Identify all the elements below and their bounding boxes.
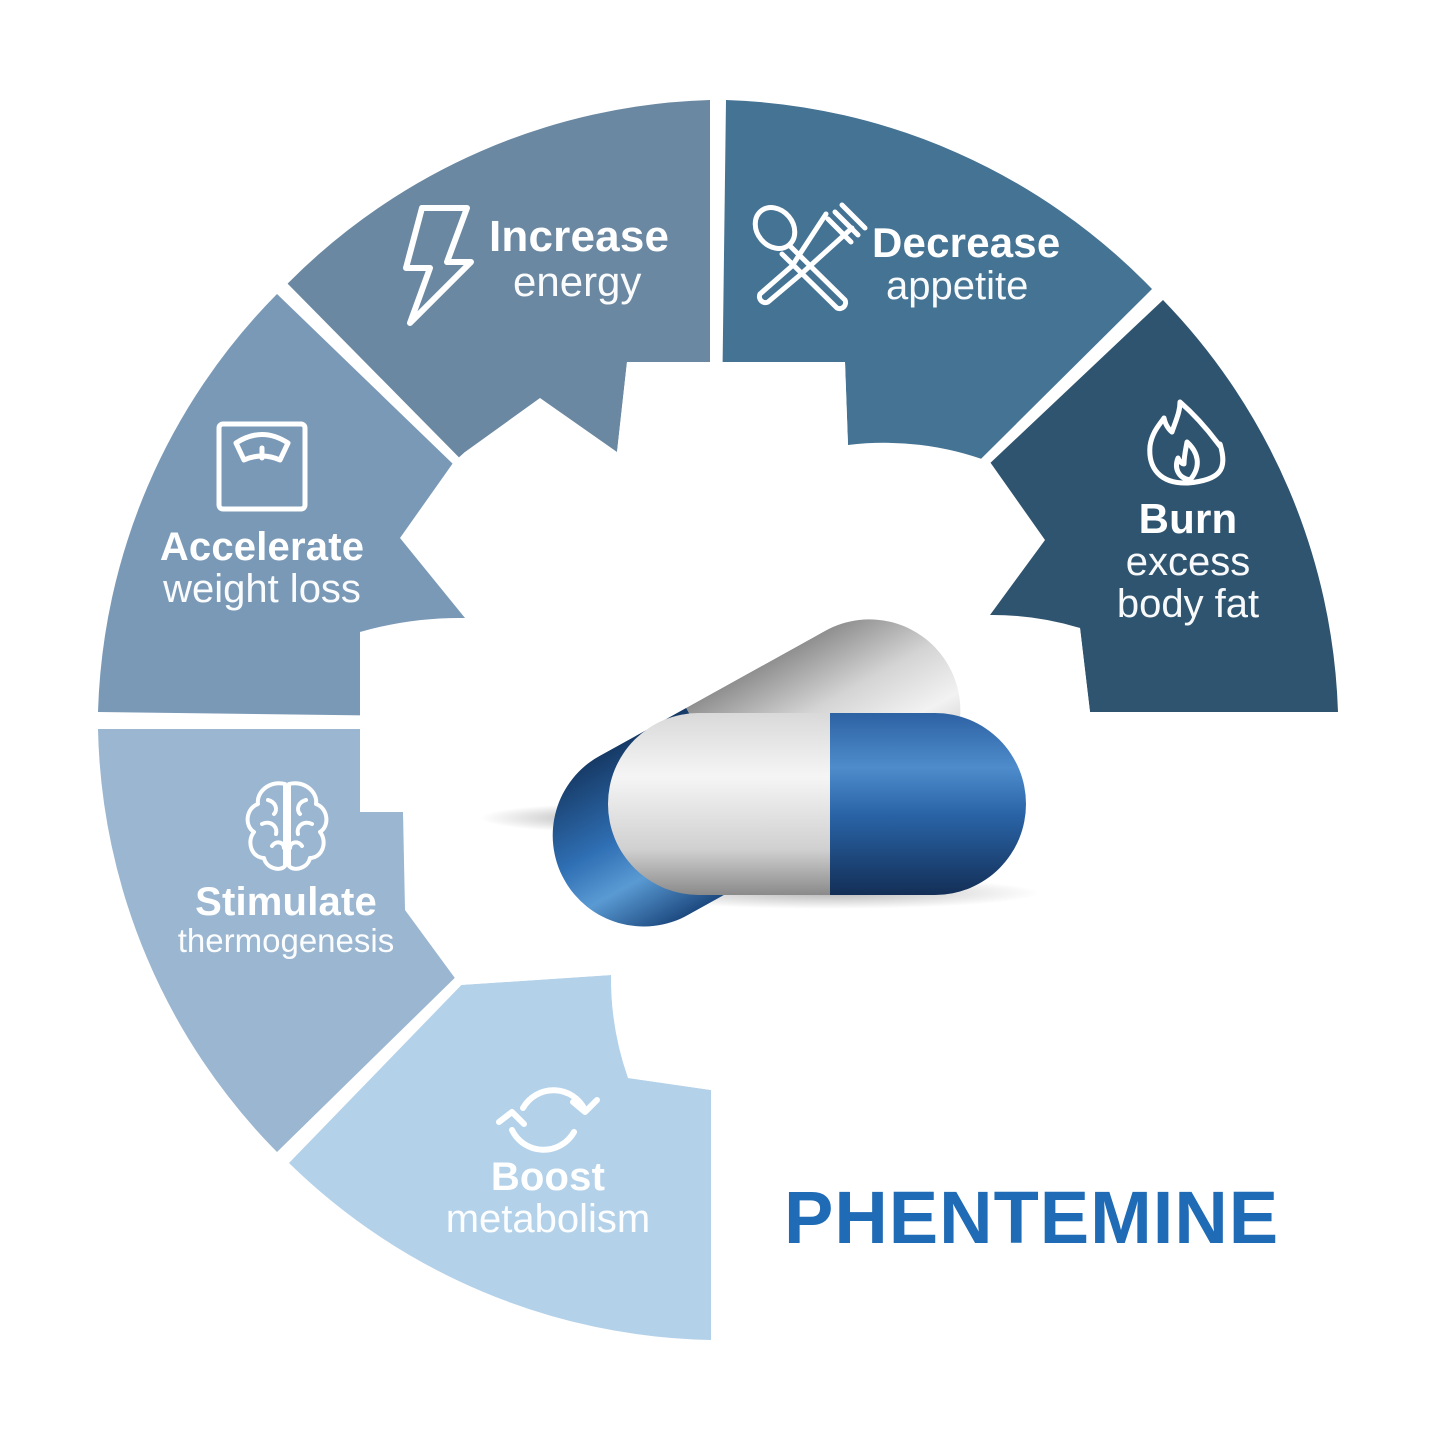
label-bold: Boost <box>490 1155 606 1199</box>
fork-spoon-icon <box>752 202 868 312</box>
weight-scale-icon <box>216 421 308 512</box>
segment-label-accelerate: Accelerate weight loss <box>142 527 382 609</box>
segment-label-burn: Burn excess body fat <box>1088 495 1288 626</box>
lightning-bolt-icon <box>403 205 474 326</box>
gear-arc-fill <box>617 362 848 452</box>
capsule-front <box>608 713 1026 895</box>
label-light: energy <box>513 258 642 305</box>
label-light: appetite <box>886 264 1029 308</box>
segment-label-stimulate: Stimulate thermogenesis <box>160 882 412 957</box>
label-bold: Burn <box>1138 495 1238 542</box>
segment-label-decrease: Decrease appetite <box>872 219 1061 308</box>
label-bold: Accelerate <box>159 525 365 569</box>
label-bold: Stimulate <box>195 880 377 924</box>
label-light: weight loss <box>163 567 361 611</box>
brain-icon <box>245 781 329 871</box>
label-light: metabolism <box>445 1197 651 1241</box>
label-bold: Decrease <box>872 219 1061 266</box>
label-light: excess <box>1125 540 1251 584</box>
label-bold: Increase <box>489 212 670 261</box>
gear-arc-fill-left <box>360 452 718 720</box>
refresh-cycle-icon <box>496 1087 600 1153</box>
label-light-2: body fat <box>1116 582 1260 626</box>
flame-icon <box>1147 399 1226 486</box>
segment-label-boost: Boost metabolism <box>420 1157 676 1239</box>
product-title: PHENTEMINE <box>784 1176 1280 1259</box>
segment-label-increase: Increase energy <box>489 215 669 303</box>
label-light: thermogenesis <box>177 922 395 959</box>
